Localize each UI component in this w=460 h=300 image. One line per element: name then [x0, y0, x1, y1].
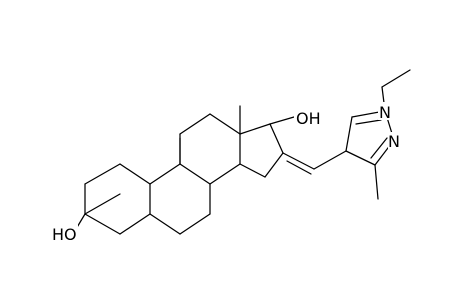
bond	[209, 163, 241, 185]
label-background	[388, 132, 402, 150]
bond	[269, 116, 295, 125]
bond	[119, 163, 151, 185]
bond	[286, 160, 312, 175]
bond	[239, 163, 266, 178]
bond	[209, 113, 241, 135]
bond	[345, 150, 376, 166]
bond	[282, 152, 315, 170]
bond	[345, 116, 353, 152]
bond	[370, 137, 388, 159]
nitrogen-label-2: N	[388, 132, 400, 151]
nitrogen-label-1: N	[379, 103, 391, 122]
bond	[84, 193, 121, 215]
bond	[355, 119, 382, 125]
hydroxyl-label-ring-a: HO	[52, 225, 77, 244]
label-background	[52, 224, 78, 242]
bond	[313, 150, 347, 170]
bond	[119, 213, 151, 235]
bond	[239, 123, 271, 135]
bond	[179, 113, 211, 135]
bond	[84, 213, 121, 235]
bond	[149, 213, 181, 235]
bond	[374, 164, 379, 200]
atom-labels: HO OH N N	[52, 102, 402, 244]
label-background	[294, 108, 320, 126]
bond	[381, 69, 411, 88]
bond	[179, 163, 211, 185]
bond	[149, 163, 181, 185]
bond	[269, 123, 284, 154]
label-background	[378, 102, 392, 120]
bond-lines	[75, 69, 411, 235]
bond	[179, 213, 211, 235]
bond	[84, 163, 121, 185]
hydroxyl-label-ring-d: OH	[296, 109, 321, 128]
bond	[264, 152, 284, 178]
